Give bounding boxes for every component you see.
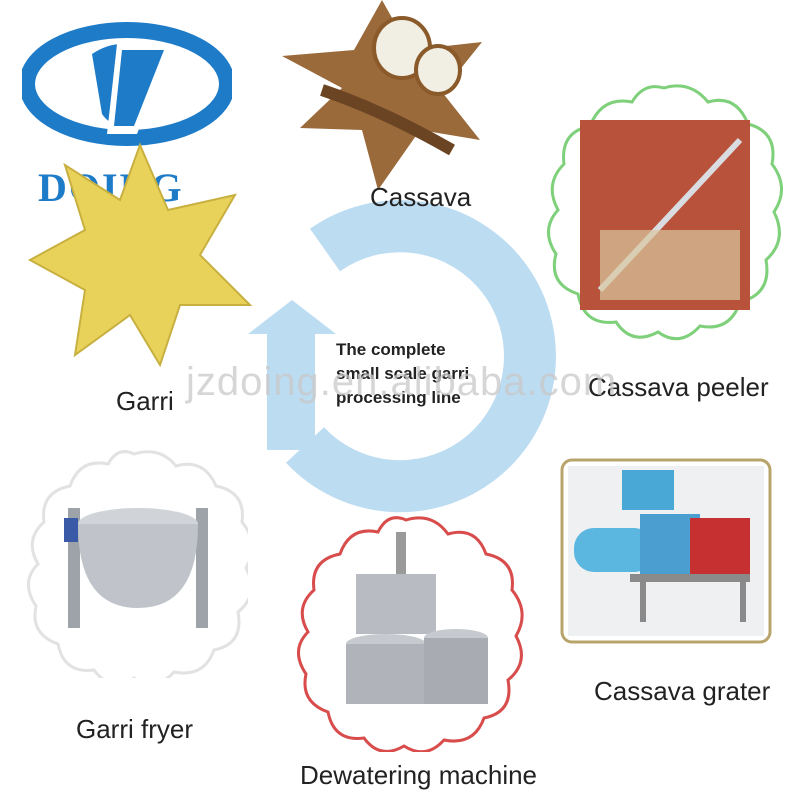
cassava-label: Cassava xyxy=(370,182,472,212)
cassava-peeler-label: Cassava peeler xyxy=(588,372,769,402)
cycle-caption-line-1: The complete xyxy=(336,340,446,359)
garri-image xyxy=(27,142,253,368)
watermark-text: jzdoing.en.alibaba.com xyxy=(186,360,618,404)
cycle-caption-line-3: processing line xyxy=(336,388,461,407)
cassava-image xyxy=(282,0,482,190)
cycle-caption-line-2: small scale garri xyxy=(336,364,470,383)
garri-fryer-label: Garri fryer xyxy=(76,714,193,744)
garri-fryer-image xyxy=(27,450,248,678)
dewatering-machine-image xyxy=(297,516,524,752)
cassava-grater-image xyxy=(560,458,772,644)
doing-logo-icon xyxy=(22,22,232,146)
cassava-peeler-image xyxy=(547,84,783,341)
cassava-grater-label: Cassava grater xyxy=(594,676,771,706)
dewatering-machine-label: Dewatering machine xyxy=(300,760,538,790)
garri-label: Garri xyxy=(116,386,174,416)
cycle-caption: The complete small scale garri processin… xyxy=(336,338,506,410)
